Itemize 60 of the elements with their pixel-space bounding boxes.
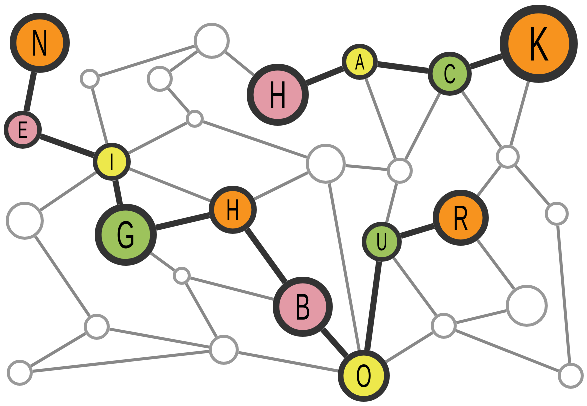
connector-line	[510, 81, 530, 146]
connector-line	[238, 351, 339, 373]
connector-line	[156, 212, 210, 231]
connector-line	[461, 91, 502, 148]
connector-line	[34, 236, 91, 318]
connector-line	[306, 66, 344, 86]
empty-circle	[558, 363, 584, 389]
connector-line	[150, 252, 176, 272]
empty-circle	[496, 145, 520, 169]
connector-line	[377, 61, 429, 74]
connector-line	[24, 72, 38, 112]
connector-line	[30, 332, 87, 368]
connector-line	[167, 88, 190, 114]
empty-circle	[147, 66, 173, 92]
connector-line	[400, 223, 436, 240]
connector-line	[514, 165, 550, 206]
empty-circle	[306, 144, 346, 184]
connector-line	[385, 332, 434, 364]
connector-line	[244, 228, 288, 284]
empty-circle	[186, 110, 204, 128]
empty-circle	[431, 313, 457, 339]
connector-line	[320, 327, 350, 358]
empty-circle	[545, 202, 569, 226]
connector-line	[128, 122, 188, 155]
connector-line	[456, 309, 507, 324]
connector-line	[110, 328, 210, 349]
empty-circle	[506, 285, 548, 327]
empty-circle	[387, 158, 413, 184]
connector-line	[32, 350, 210, 374]
connector-line	[470, 54, 503, 70]
connector-line	[476, 239, 516, 290]
connector-line	[40, 134, 96, 158]
connector-line	[346, 164, 388, 172]
connector-line	[364, 78, 397, 160]
connector-line	[556, 226, 572, 364]
empty-circle	[84, 314, 110, 340]
empty-circle	[194, 23, 230, 59]
connector-line	[203, 120, 308, 159]
connector-line	[91, 88, 109, 144]
connector-line	[476, 166, 502, 197]
connector-line	[364, 261, 382, 351]
connector-line	[392, 257, 438, 316]
connector-line	[404, 92, 442, 160]
empty-circle	[6, 202, 44, 240]
connector-line	[224, 51, 255, 77]
empty-circle	[209, 335, 239, 365]
connector-line	[129, 168, 212, 203]
connector-line	[328, 183, 361, 351]
connector-line	[40, 171, 98, 212]
connector-line	[170, 50, 198, 73]
empty-circle	[80, 69, 100, 89]
connector-line	[185, 283, 218, 338]
connector-line	[456, 329, 560, 373]
connector-line	[385, 183, 398, 223]
connector-line	[190, 276, 274, 301]
connector-line	[99, 44, 196, 78]
empty-circle	[7, 360, 33, 386]
connector-line	[112, 180, 124, 206]
empty-circle	[173, 267, 191, 285]
connector-line	[254, 172, 309, 201]
